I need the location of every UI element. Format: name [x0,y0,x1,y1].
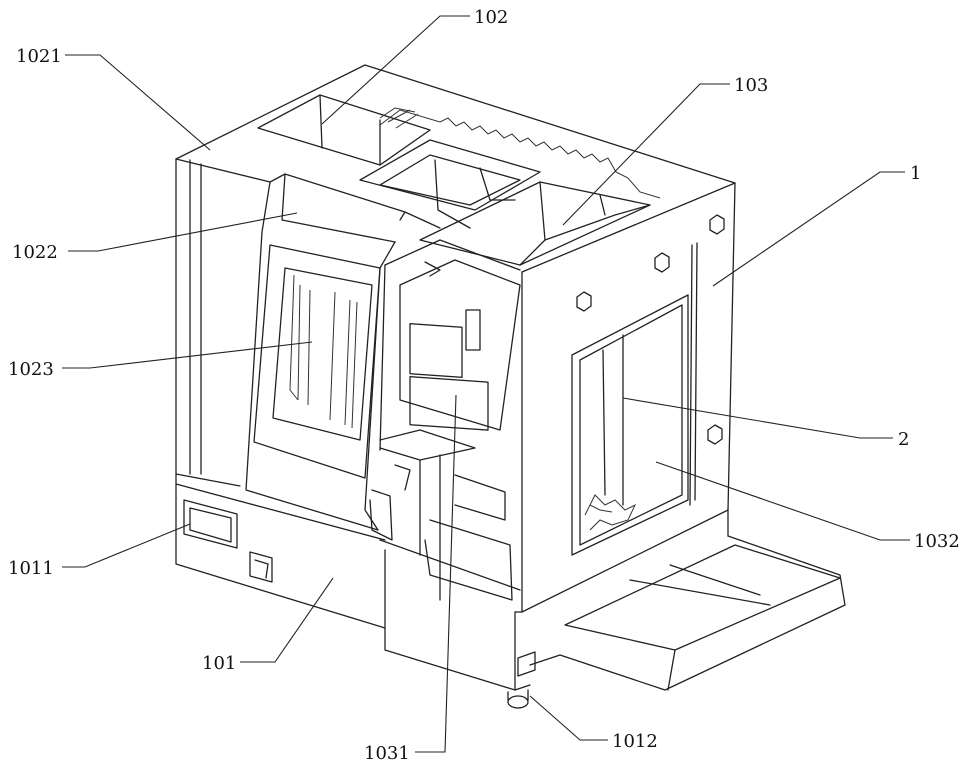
base [176,484,845,708]
reference-labels: 102 1021 103 1 1022 1023 2 1032 1011 101… [8,7,960,764]
label-102: 102 [474,7,508,28]
label-103: 103 [734,75,768,96]
cabinet-outline [176,65,735,628]
label-101: 101 [202,653,236,674]
label-1023: 1023 [8,359,54,380]
label-1032: 1032 [914,531,960,552]
label-1022: 1022 [12,242,58,263]
label-1021: 1021 [16,46,62,67]
label-1011: 1011 [8,558,54,579]
front-door [246,174,440,530]
label-1: 1 [910,163,921,184]
leader-lines [62,16,910,752]
label-2: 2 [898,429,909,450]
label-1012: 1012 [612,731,658,752]
control-panel [370,240,520,600]
label-1031: 1031 [364,743,410,764]
side-window [572,215,724,555]
